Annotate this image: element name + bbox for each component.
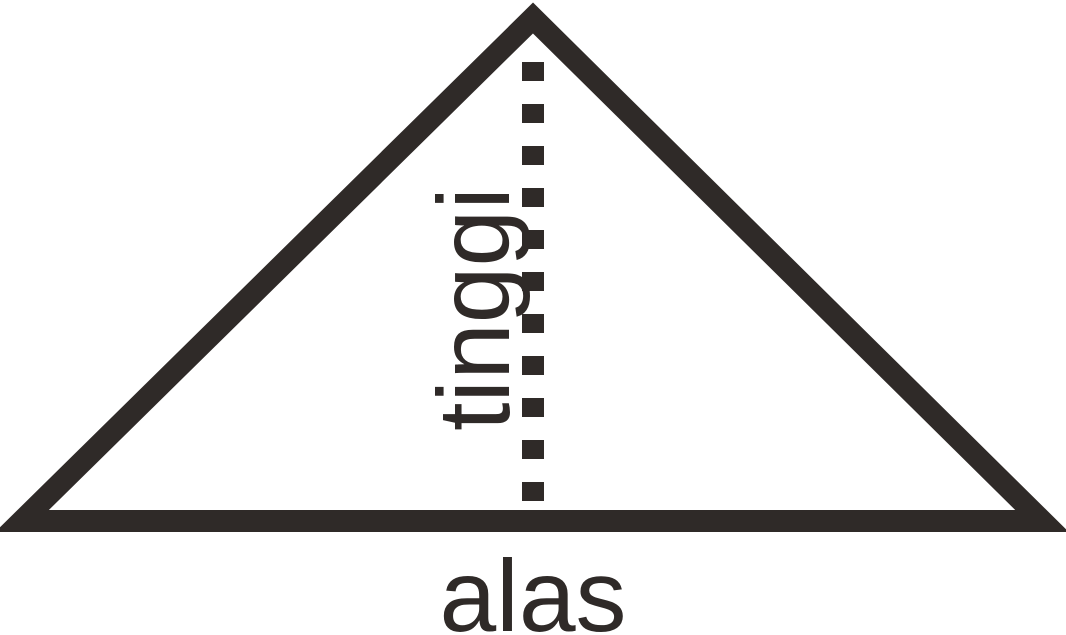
base-label: alas xyxy=(439,539,626,635)
triangle-outline xyxy=(0,2,1066,532)
height-label: tinggi xyxy=(417,187,531,431)
